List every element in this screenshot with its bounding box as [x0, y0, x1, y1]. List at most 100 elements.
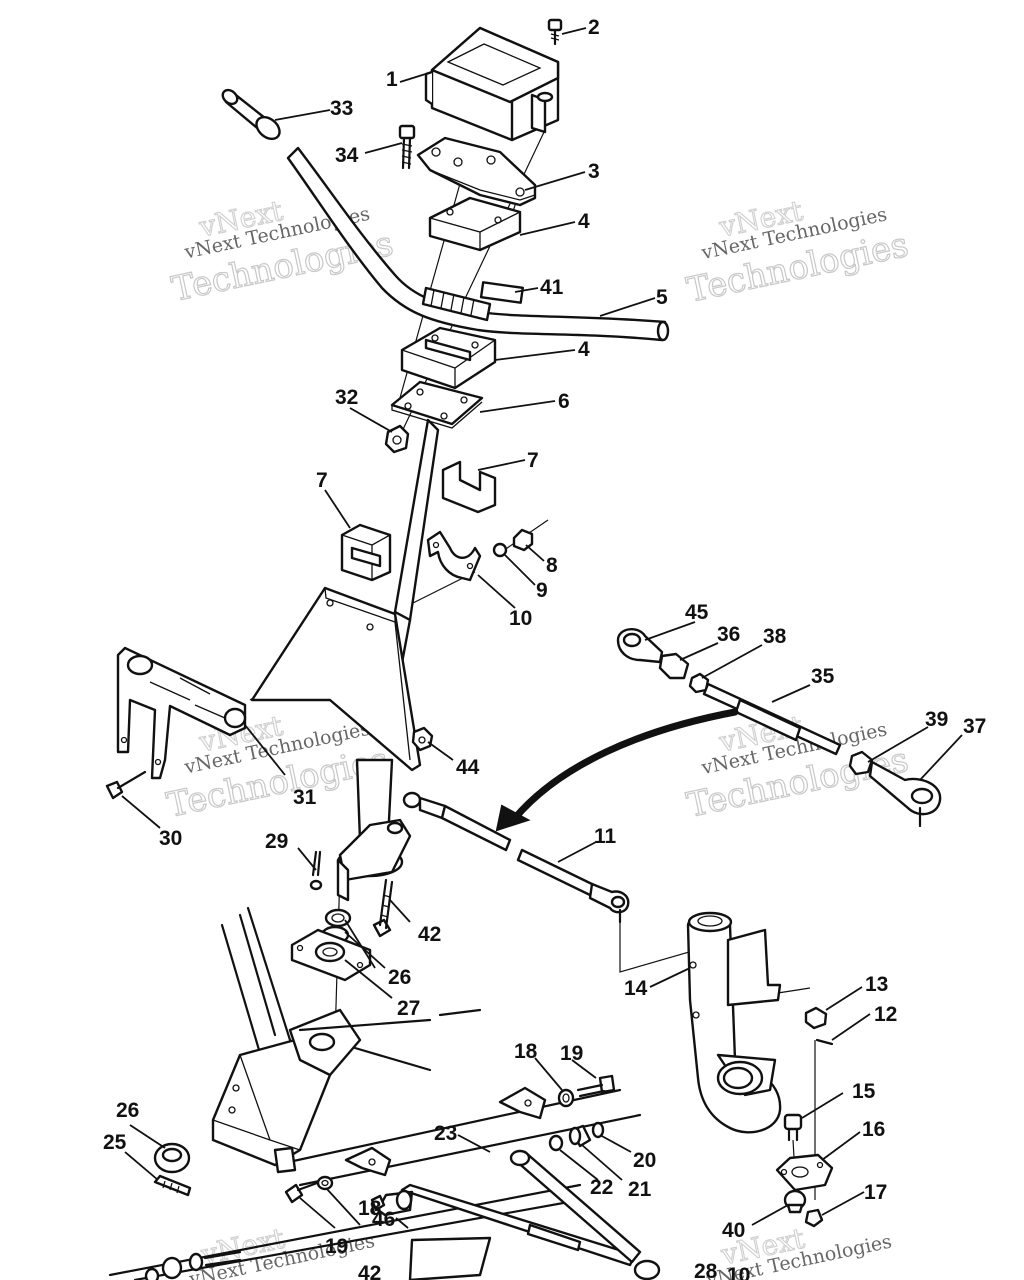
washer-18-upper [557, 1088, 575, 1108]
spindle-nut-13 [804, 1006, 828, 1030]
frame-bracket [116, 586, 422, 780]
handlebar-clamp-plate [416, 136, 537, 207]
callout-18-lower: 18 [358, 1197, 382, 1220]
callout-1: 1 [386, 68, 398, 91]
bushing-right [441, 460, 497, 514]
cotter-pin-washer [309, 879, 323, 891]
callout-5: 5 [656, 286, 668, 309]
callout-21: 21 [628, 1178, 652, 1201]
watermark-group: vNext vNext Technologies Technologies [163, 708, 393, 826]
callout-22: 22 [590, 1176, 613, 1199]
washer-18-lower [316, 1175, 334, 1191]
callout-7-left: 7 [316, 469, 328, 492]
callout-15: 15 [852, 1080, 876, 1103]
tie-rod-sleeve-35 [702, 682, 842, 756]
handlebar-bolt [398, 124, 416, 170]
tie-rod-11 [516, 848, 630, 924]
assembly-arrow [495, 708, 739, 832]
callout-26: 26 [388, 966, 411, 989]
callout-14: 14 [624, 977, 648, 1000]
bolt-19-lower [284, 1180, 322, 1204]
watermark-group: vNext vNext Technologies Technologies [683, 193, 913, 311]
lock-nut [512, 528, 534, 552]
leader-lines [121, 27, 963, 1229]
steering-arm [336, 818, 412, 902]
a-arm [376, 1149, 661, 1280]
callout-3: 3 [588, 160, 600, 183]
callout-19-lower: 19 [325, 1235, 348, 1258]
tie-rod-nut [411, 726, 434, 752]
callout-11: 11 [594, 825, 617, 848]
callout-45: 45 [685, 601, 709, 624]
callout-10-lower: 10 [727, 1264, 750, 1280]
bushing-left [340, 523, 392, 582]
bearing-plate [290, 928, 372, 982]
callout-13: 13 [865, 973, 888, 996]
drag-link [402, 791, 512, 852]
cotter-pin-12 [815, 1038, 834, 1046]
callout-25: 25 [103, 1131, 127, 1154]
washer-20 [591, 1121, 605, 1139]
callout-33: 33 [330, 97, 353, 120]
callout-34: 34 [335, 144, 359, 167]
callout-36: 36 [717, 623, 740, 646]
ball-joint-plate-16 [775, 1153, 834, 1192]
callout-8: 8 [546, 554, 558, 577]
post-clamp [426, 530, 482, 582]
spindle [686, 911, 782, 1134]
callout-37: 37 [963, 715, 986, 738]
callout-6: 6 [558, 390, 570, 413]
bushing-46 [370, 1194, 386, 1212]
callout-2: 2 [588, 16, 600, 39]
callout-26-lower: 26 [116, 1099, 139, 1122]
cotter-pin [311, 850, 322, 877]
callout-4-lower: 4 [578, 338, 590, 361]
callout-27: 27 [397, 997, 420, 1020]
bottom-hardware [144, 1250, 242, 1280]
bracket-bolt [105, 770, 147, 800]
callout-labels: 1 2 3 4 5 41 4 6 32 7 7 8 9 10 33 34 45 … [103, 16, 986, 1280]
callout-17: 17 [864, 1181, 887, 1204]
callout-19-upper: 19 [560, 1042, 583, 1065]
callout-35: 35 [811, 665, 835, 688]
a-arm-bracket-right [498, 1086, 547, 1120]
upper-clamp [428, 196, 522, 252]
callout-16: 16 [862, 1118, 885, 1141]
bolt-19-upper [576, 1074, 616, 1098]
tie-rod-end-37 [868, 760, 942, 828]
callout-18-upper: 18 [514, 1040, 538, 1063]
callout-23: 23 [434, 1122, 457, 1145]
handlebar-grip [221, 88, 281, 141]
callout-44: 44 [456, 756, 480, 779]
washer-26 [153, 1142, 191, 1174]
callout-42-lower: 42 [358, 1262, 381, 1280]
steering-cover [424, 26, 560, 142]
callout-42: 42 [418, 923, 441, 946]
handlebar-decal [479, 281, 524, 304]
bushing-22 [548, 1134, 564, 1152]
chassis-frame [108, 906, 642, 1280]
washer [492, 542, 508, 558]
tie-rod-end-45 [616, 628, 664, 664]
handlebar [286, 146, 670, 342]
callout-4-upper: 4 [578, 210, 590, 233]
callout-31: 31 [293, 786, 317, 809]
lower-clamp [400, 326, 497, 390]
callout-46: 46 [372, 1208, 395, 1231]
callout-9: 9 [536, 579, 548, 602]
callout-30: 30 [159, 827, 182, 850]
callout-41: 41 [540, 276, 564, 299]
nut-17 [804, 1208, 824, 1228]
bolt-15 [783, 1113, 803, 1142]
callout-7-right: 7 [527, 449, 539, 472]
callout-29: 29 [265, 830, 288, 853]
callout-12: 12 [874, 1003, 897, 1026]
bushing-21 [568, 1124, 592, 1148]
jam-nut-39 [848, 750, 874, 776]
callout-32: 32 [335, 386, 358, 409]
arm-bolt [372, 878, 394, 938]
callout-40: 40 [722, 1219, 745, 1242]
callout-10: 10 [509, 607, 532, 630]
ball-joint-40 [783, 1189, 807, 1214]
